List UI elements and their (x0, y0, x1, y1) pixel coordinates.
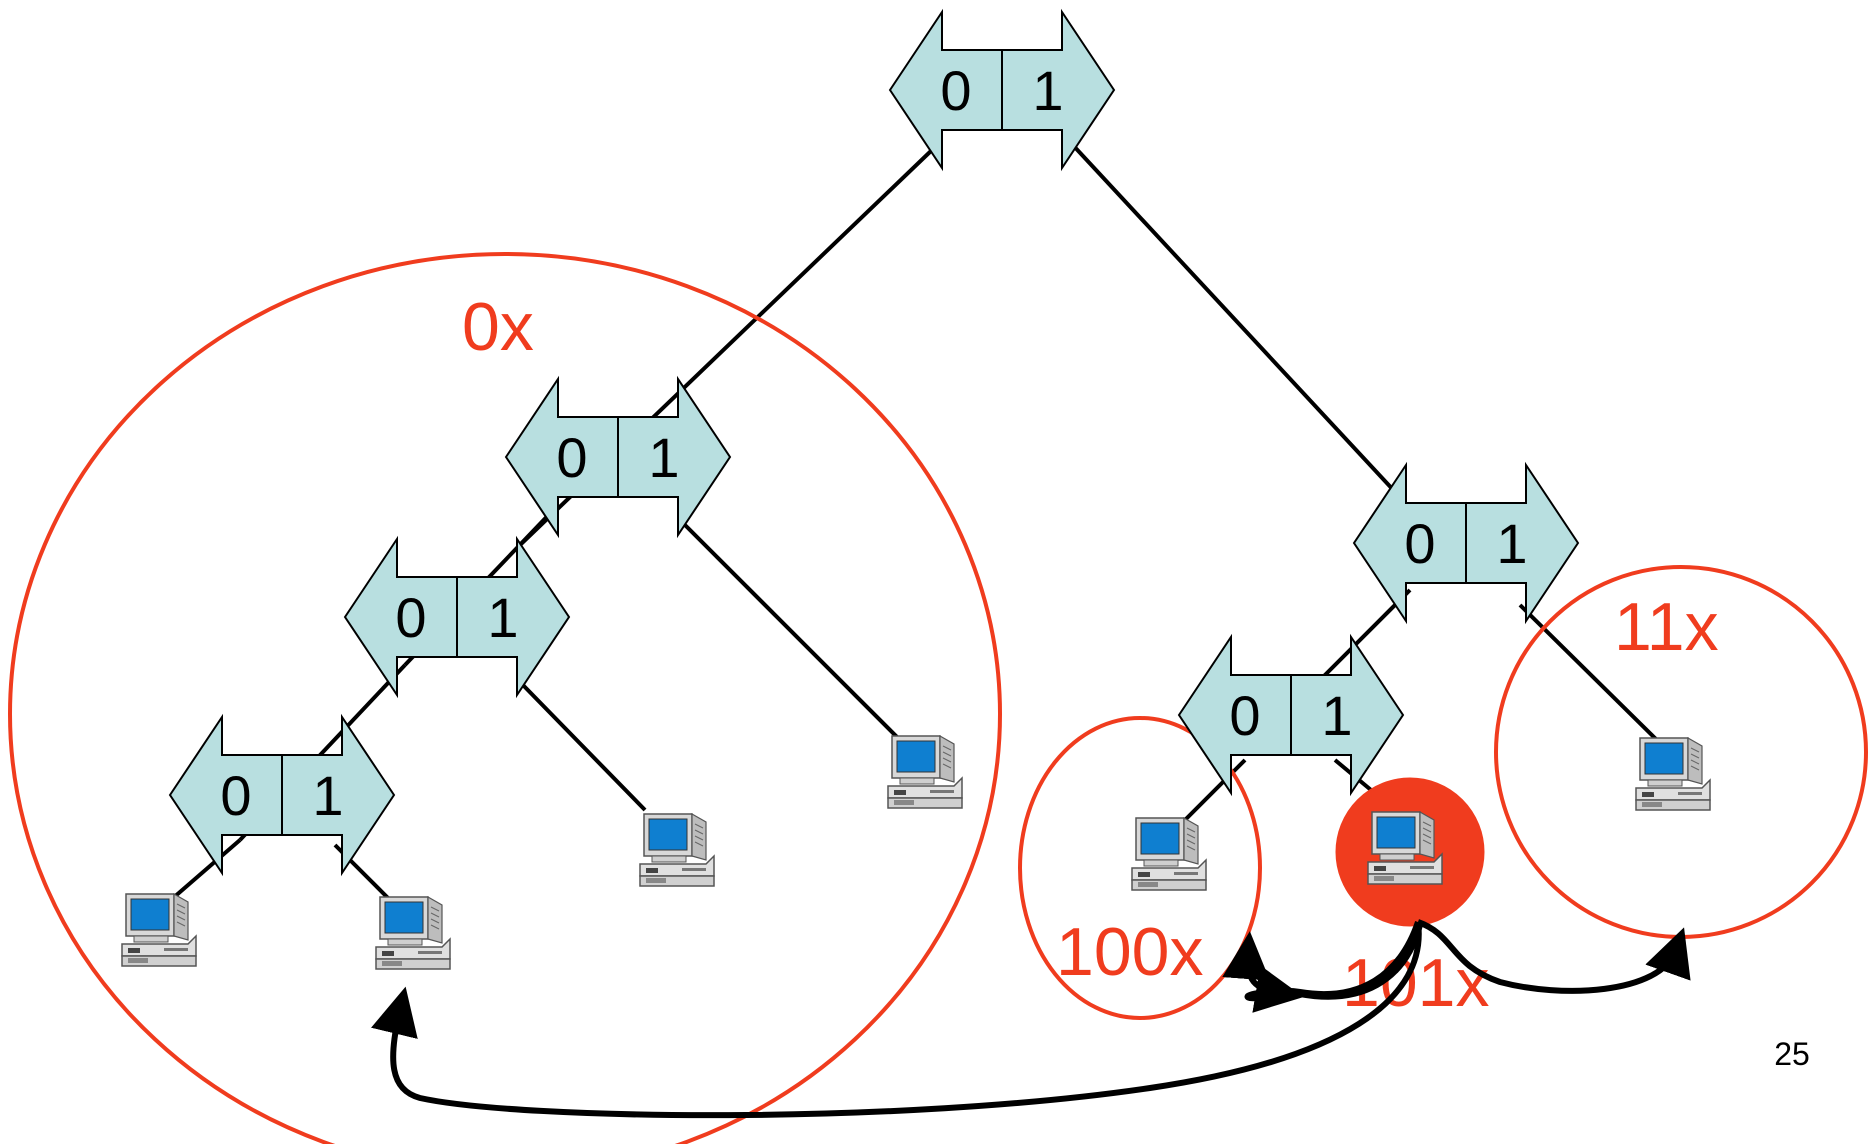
host-11 (1635, 737, 1711, 811)
bit-one: 1 (312, 764, 343, 827)
desktop-computer-icon (639, 813, 715, 887)
trie-node-10: 0 1 (1177, 633, 1405, 797)
region-label-100x: 100x (1056, 914, 1203, 990)
host-0000 (121, 893, 197, 967)
region-label-0x: 0x (462, 289, 534, 365)
region-label-11x: 11x (1614, 589, 1719, 665)
routing-arrows (371, 919, 1691, 1119)
desktop-computer-icon (121, 893, 197, 967)
double-arrow-switch-icon (1177, 633, 1405, 797)
bit-one: 1 (1496, 512, 1527, 575)
region-0x-ellipse (8, 252, 1002, 1144)
bit-zero: 0 (1229, 684, 1260, 747)
bit-zero: 0 (556, 426, 587, 489)
bit-zero: 0 (940, 59, 971, 122)
host-101-highlighted (1367, 811, 1443, 885)
host-0001 (375, 896, 451, 970)
desktop-computer-icon (1367, 811, 1443, 885)
arrow-to-11x (1416, 919, 1691, 994)
trie-node-root: 0 1 (888, 8, 1116, 172)
edge-000-0 (163, 838, 242, 907)
trie-node-000: 0 1 (168, 713, 396, 877)
bit-one: 1 (648, 426, 679, 489)
bit-zero: 0 (395, 586, 426, 649)
trie-node-0: 0 1 (504, 375, 732, 539)
host-01 (887, 735, 963, 809)
desktop-computer-icon (887, 735, 963, 809)
host-100 (1131, 817, 1207, 891)
edge-00-1 (518, 680, 647, 812)
bit-zero: 0 (220, 764, 251, 827)
bit-zero: 0 (1404, 512, 1435, 575)
page-number: 25 (1774, 1036, 1810, 1072)
prefix-regions (8, 252, 1868, 1144)
trie-node-00: 0 1 (343, 535, 571, 699)
desktop-computer-icon (1131, 817, 1207, 891)
desktop-computer-icon (1635, 737, 1711, 811)
bit-one: 1 (1032, 59, 1063, 122)
trie-node-1: 0 1 (1352, 461, 1580, 625)
double-arrow-switch-icon (504, 375, 732, 539)
double-arrow-switch-icon (343, 535, 571, 699)
edge-0-1 (678, 518, 907, 747)
edge-root-1 (1068, 140, 1412, 510)
desktop-computer-icon (375, 896, 451, 970)
double-arrow-switch-icon (1352, 461, 1580, 625)
bit-one: 1 (1321, 684, 1352, 747)
arrow-to-100x-tip (1222, 924, 1423, 1000)
bit-one: 1 (487, 586, 518, 649)
double-arrow-switch-icon (168, 713, 396, 877)
double-arrow-switch-icon (888, 8, 1116, 172)
arrow-to-0x (371, 921, 1422, 1119)
region-100x-ellipse (1018, 716, 1262, 1020)
host-001 (639, 813, 715, 887)
